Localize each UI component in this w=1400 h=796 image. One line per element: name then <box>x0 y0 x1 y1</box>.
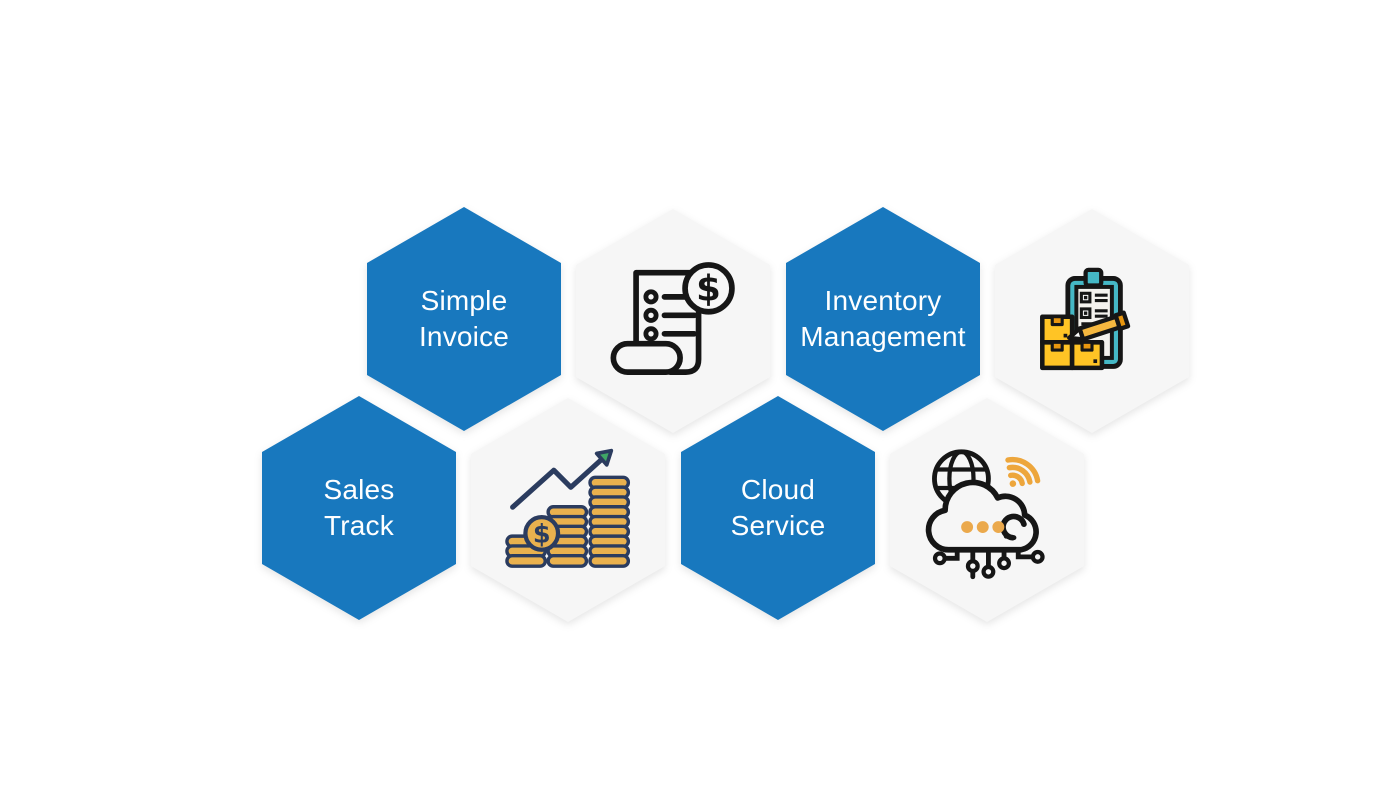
hexagon-cloud-icon <box>890 398 1084 622</box>
hexagon-sales-track-tile: Sales Track <box>262 396 456 620</box>
coins-growth-chart-icon: $ <box>505 448 631 568</box>
invoice-receipt-dollar-icon: $ <box>610 262 735 375</box>
hex-label-line2: Management <box>800 321 966 352</box>
dollar-symbol: $ <box>696 268 721 309</box>
hex-label-line2: Service <box>730 510 826 541</box>
hex-label-sales-track: Sales Track <box>323 472 394 544</box>
hexagon-sales-icon-tile: $ <box>471 398 665 622</box>
hex-label-cloud-service: Cloud Service <box>731 472 826 544</box>
dollar-symbol: $ <box>533 520 551 550</box>
cloud-computing-network-icon <box>925 449 1045 580</box>
hexagon-cloud-service-tile: Cloud Service <box>681 396 875 620</box>
hexagon-sales-track: Sales Track <box>262 396 456 620</box>
hexagon-simple-invoice: Simple Invoice <box>367 207 561 431</box>
hex-label-inventory-management: Inventory Management <box>800 283 965 355</box>
hexagon-inventory-icon <box>995 209 1189 433</box>
hex-label-line1: Inventory <box>824 285 942 316</box>
hexagon-cloud-service: Cloud Service <box>681 396 875 620</box>
hexagon-inventory-icon-tile <box>995 209 1189 433</box>
hex-label-line1: Cloud <box>740 474 816 505</box>
hex-label-line1: Sales <box>323 474 395 505</box>
hexagon-sales-icon: $ <box>471 398 665 622</box>
clipboard-boxes-pencil-icon <box>1040 267 1131 371</box>
hex-label-simple-invoice: Simple Invoice <box>419 283 509 355</box>
hex-label-line1: Simple <box>420 285 508 316</box>
hexagon-cloud-icon-tile <box>890 398 1084 622</box>
hex-label-line2: Track <box>324 510 394 541</box>
hex-label-line2: Invoice <box>418 321 510 352</box>
hexagon-invoice-icon: $ <box>576 209 770 433</box>
hexagon-inventory-management: Inventory Management <box>786 207 980 431</box>
